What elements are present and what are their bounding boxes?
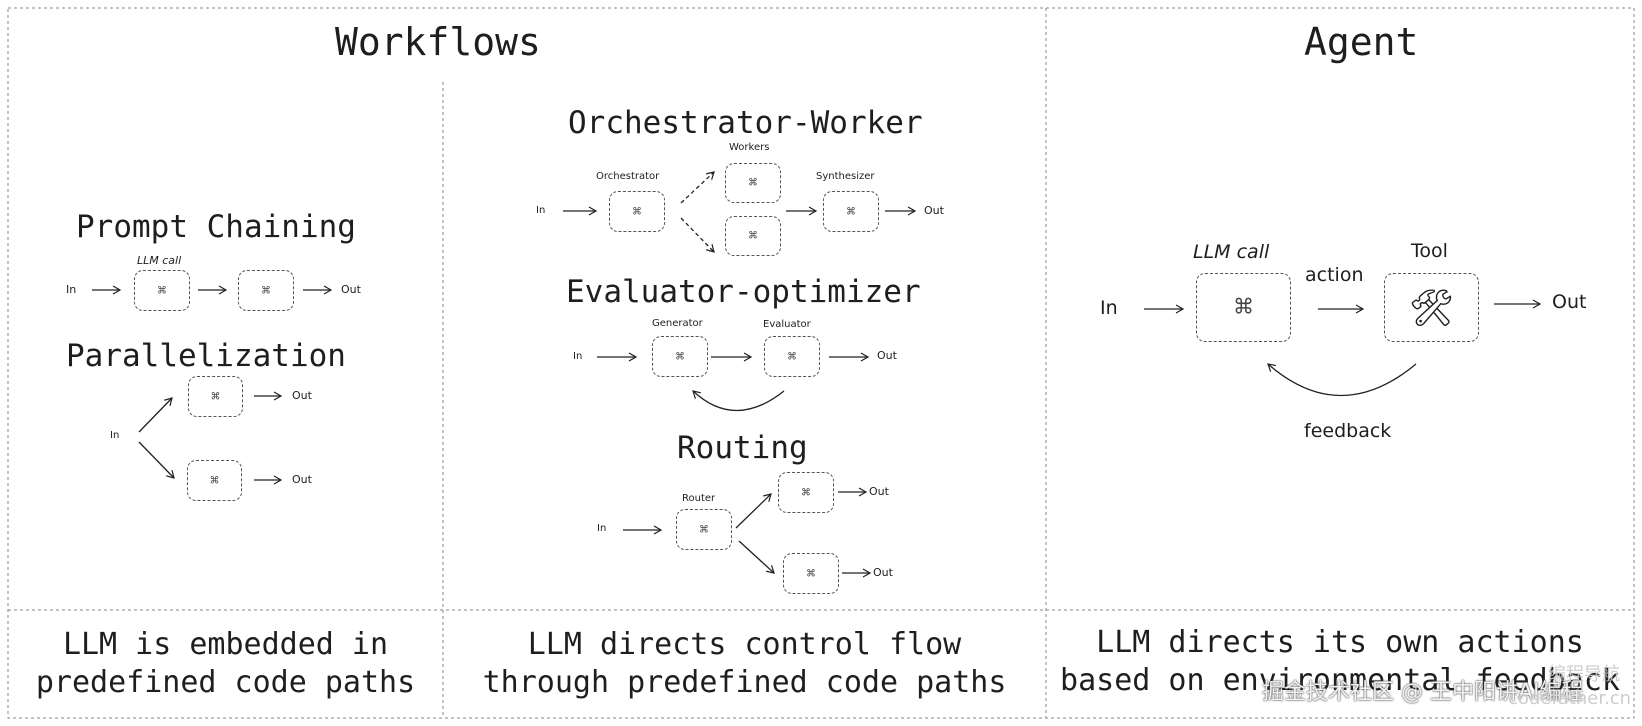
parallelization-title: Parallelization [66, 338, 346, 374]
llm-call-node: ⌘ [188, 376, 243, 417]
synthesizer-node: ⌘ [823, 191, 879, 232]
brain-icon: ⌘ [748, 175, 758, 191]
routing-out-top-label: Out [869, 485, 889, 498]
route-node: ⌘ [783, 553, 839, 594]
arrow [138, 397, 173, 433]
feedback-arrow [1267, 363, 1417, 397]
loop-arrow [692, 390, 785, 411]
agent-llm-call-node: ⌘ [1196, 273, 1291, 342]
footer-line: LLM directs its own actions [1096, 625, 1584, 660]
prompt-chaining-out-label: Out [341, 283, 361, 296]
brain-icon: ⌘ [846, 203, 856, 220]
outer-frame [7, 7, 1635, 719]
routing-title: Routing [677, 430, 808, 466]
brain-icon: ⌘ [210, 472, 219, 489]
agent-action-label: action [1305, 264, 1364, 286]
agent-tool-label: Tool [1411, 240, 1448, 262]
brain-icon: ⌘ [675, 348, 685, 365]
parallelization-out-bottom-label: Out [292, 473, 312, 486]
orchestrator-node: ⌘ [609, 191, 665, 232]
brain-icon: ⌘ [806, 565, 816, 582]
orchestrator-in-label: In [536, 205, 546, 216]
orchestrator-label: Orchestrator [596, 171, 660, 182]
prompt-chaining-in-label: In [66, 283, 77, 296]
footer-agent: LLM directs its own actions based on env… [1046, 624, 1634, 700]
footer-workflows-embedded: LLM is embedded in predefined code paths [8, 626, 443, 702]
brain-icon: ⌘ [632, 203, 642, 220]
parallelization-in-label: In [110, 430, 120, 441]
parallelization-out-top-label: Out [292, 389, 312, 402]
brain-icon: ⌘ [157, 282, 167, 299]
orchestrator-out-label: Out [924, 204, 944, 217]
footer-line: predefined code paths [35, 665, 416, 700]
footer-workflows-directs: LLM directs control flow through predefi… [443, 626, 1046, 702]
agent-out-label: Out [1552, 291, 1587, 313]
workflows-header: Workflows [335, 20, 541, 64]
brain-icon: ⌘ [748, 228, 758, 244]
brain-icon: ⌘ [261, 282, 271, 299]
evaluator-optimizer-title: Evaluator-optimizer [566, 274, 921, 310]
brain-icon: ⌘ [801, 484, 811, 501]
evaluator-node: ⌘ [764, 336, 820, 377]
evaluator-out-label: Out [877, 349, 897, 362]
worker-node: ⌘ [725, 216, 781, 256]
hammer-wrench-icon: 🛠 [1408, 287, 1455, 329]
worker-node: ⌘ [725, 163, 781, 203]
routing-in-label: In [597, 523, 607, 534]
llm-call-node: ⌘ [134, 270, 190, 311]
agent-tool-node: 🛠 [1384, 273, 1479, 342]
llm-call-node: ⌘ [238, 270, 294, 311]
agent-feedback-label: feedback [1304, 420, 1392, 442]
router-node: ⌘ [676, 509, 732, 550]
footer-line: based on environmental feedback [1060, 663, 1620, 698]
arrow [735, 493, 772, 529]
brain-icon: ⌘ [699, 521, 709, 538]
footer-line: LLM is embedded in [62, 627, 389, 662]
router-label: Router [682, 493, 716, 504]
arrow [680, 171, 715, 204]
footer-line: LLM directs control flow [527, 627, 962, 662]
route-node: ⌘ [778, 472, 834, 513]
generator-node: ⌘ [652, 336, 708, 377]
brain-icon: ⌘ [211, 388, 220, 405]
prompt-chaining-llm-call-label: LLM call [137, 254, 182, 267]
brain-icon: ⌘ [1234, 290, 1253, 325]
workers-label: Workers [729, 142, 770, 153]
agent-llm-call-label: LLM call [1193, 241, 1270, 263]
arrow [138, 441, 175, 479]
arrow [738, 540, 775, 574]
synthesizer-label: Synthesizer [816, 171, 875, 182]
llm-call-node: ⌘ [187, 460, 242, 501]
generator-label: Generator [652, 318, 703, 329]
watermark-site-cn: 编程导航 [1548, 664, 1620, 685]
agent-header: Agent [1304, 20, 1419, 64]
evaluator-in-label: In [573, 351, 583, 362]
routing-out-bottom-label: Out [873, 566, 893, 579]
agent-in-label: In [1100, 297, 1118, 319]
watermark-site: codefather.cn [1508, 688, 1632, 709]
evaluator-label: Evaluator [763, 319, 811, 330]
footer-line: through predefined code paths [482, 665, 1007, 700]
prompt-chaining-title: Prompt Chaining [76, 209, 356, 245]
orchestrator-worker-title: Orchestrator-Worker [568, 105, 923, 141]
brain-icon: ⌘ [787, 348, 797, 365]
watermark-text: 掘金技术社区 @ 王中阳讲AI编程 [1262, 680, 1584, 705]
arrow [680, 217, 715, 253]
